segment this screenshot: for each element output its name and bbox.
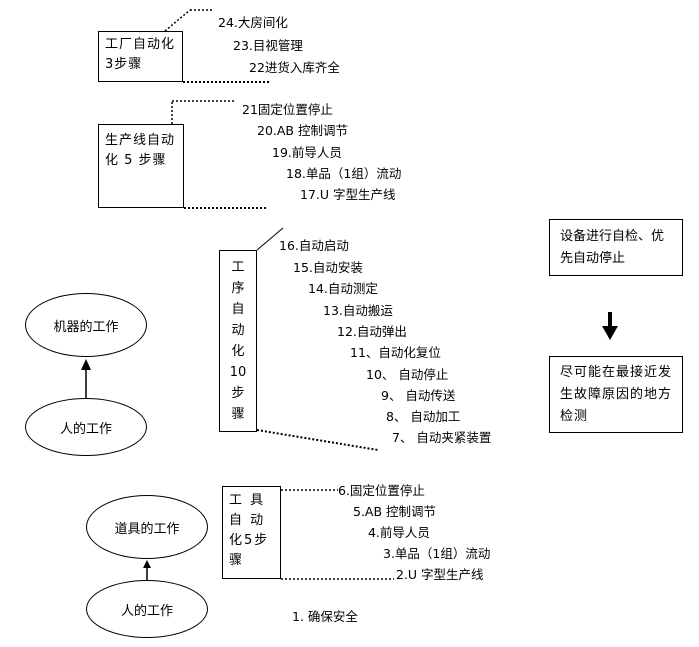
- self-check-box: 设备进行自检、优先自动停止: [549, 219, 683, 276]
- machine-work-ellipse: 机器的工作: [25, 293, 147, 357]
- human-work-ellipse-2: 人的工作: [86, 580, 208, 638]
- human-work-ellipse-1: 人的工作: [25, 398, 147, 456]
- group3-label-char: 序: [231, 281, 245, 296]
- step-9: 9、 自动传送: [381, 388, 456, 403]
- group3-connector-bottom: [256, 429, 379, 451]
- human-work-label-2: 人的工作: [120, 603, 173, 619]
- group3-label-char: 骤: [231, 407, 245, 422]
- down-arrow-shaft: [608, 312, 612, 328]
- step-6: 6.固定位置停止: [338, 483, 425, 498]
- step-7: 7、 自动夹紧装置: [392, 430, 492, 445]
- step-14: 14.自动测定: [308, 281, 378, 296]
- down-arrow-icon: [602, 326, 618, 340]
- detect-near-fault-box: 尽可能在最接近发生故障原因的地方检测: [549, 356, 683, 433]
- step-4: 4.前导人员: [368, 525, 430, 540]
- machine-work-label: 机器的工作: [53, 319, 119, 335]
- step-13: 13.自动搬运: [323, 303, 393, 318]
- step-22: 22进货入库齐全: [249, 60, 340, 75]
- step-15: 15.自动安装: [293, 260, 363, 275]
- self-check-text: 设备进行自检、优先自动停止: [560, 229, 665, 266]
- tool-work-label: 道具的工作: [114, 521, 180, 537]
- group3-label-char: 步: [231, 386, 245, 401]
- group4-label-box: 工 具 自 动 化5步 骤: [222, 486, 281, 579]
- group3-label-char: 工: [231, 260, 245, 275]
- step-11: 11、自动化复位: [350, 345, 441, 360]
- tool-work-ellipse: 道具的工作: [86, 495, 208, 559]
- group1-label: 工厂自动化 3步骤: [105, 37, 176, 72]
- step-8: 8、 自动加工: [386, 409, 461, 424]
- group3-connector-top: [256, 227, 284, 251]
- step-23: 23.目视管理: [233, 38, 303, 53]
- group3-label-box: 工 序 自 动 化 10 步 骤: [219, 250, 257, 432]
- group3-label-char: 自: [231, 302, 245, 317]
- step-21: 21固定位置停止: [242, 102, 333, 117]
- step-3: 3.单品（1组）流动: [383, 546, 491, 561]
- step-1: 1. 确保安全: [292, 609, 358, 624]
- step-24: 24.大房间化: [218, 15, 288, 30]
- step-16: 16.自动启动: [279, 238, 349, 253]
- step-5: 5.AB 控制调节: [353, 504, 437, 519]
- step-18: 18.单品（1组）流动: [286, 166, 402, 181]
- arrow-head-2: [143, 560, 151, 568]
- group1-connector-top: [164, 9, 191, 32]
- step-20: 20.AB 控制调节: [257, 123, 348, 138]
- group3-label-char: 10: [229, 365, 247, 380]
- step-10: 10、 自动停止: [366, 367, 449, 382]
- group2-label: 生产线自动化 5 步骤: [105, 133, 176, 168]
- human-work-label-1: 人的工作: [59, 421, 112, 437]
- step-12: 12.自动弹出: [337, 324, 407, 339]
- group2-label-box: 生产线自动化 5 步骤: [98, 124, 184, 208]
- step-2: 2.U 字型生产线: [396, 567, 484, 582]
- group1-label-box: 工厂自动化 3步骤: [98, 31, 183, 82]
- detect-near-fault-text: 尽可能在最接近发生故障原因的地方检测: [560, 365, 673, 424]
- step-19: 19.前导人员: [272, 145, 342, 160]
- step-17: 17.U 字型生产线: [300, 187, 396, 202]
- group4-label: 工 具 自 动 化5步 骤: [229, 493, 270, 568]
- group3-label-char: 化: [231, 344, 245, 359]
- arrow-head-1: [81, 359, 91, 370]
- group3-label-char: 动: [231, 323, 245, 338]
